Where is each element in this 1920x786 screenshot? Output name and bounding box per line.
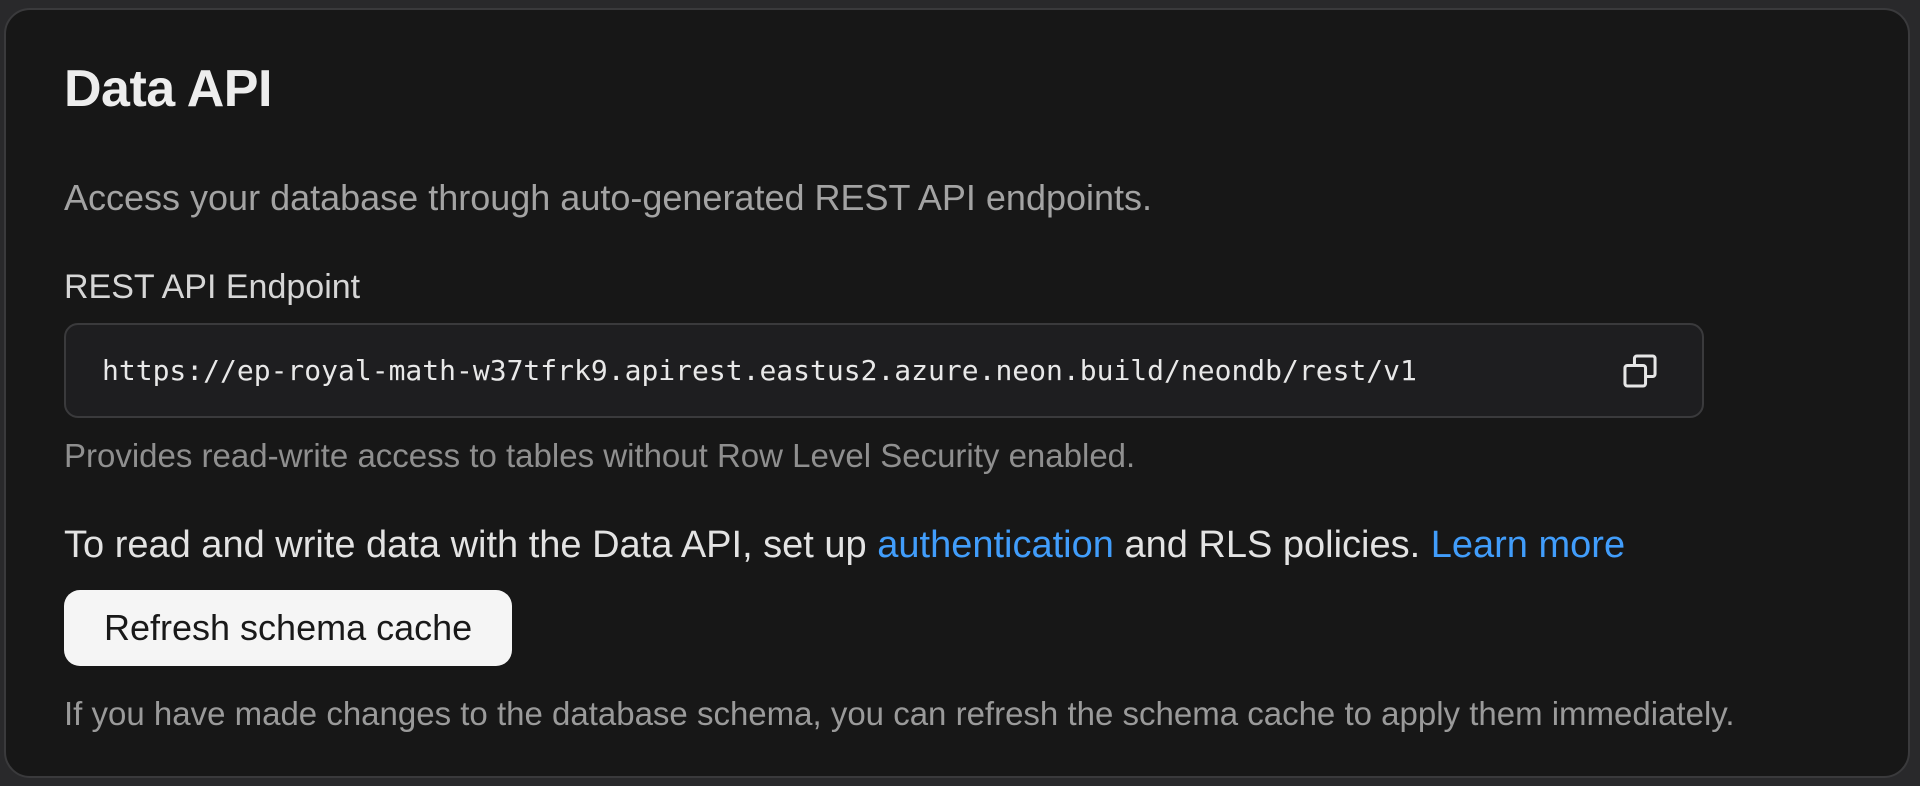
endpoint-url[interactable]: https://ep-royal-math-w37tfrk9.apirest.e… bbox=[102, 354, 1417, 387]
refresh-schema-note: If you have made changes to the database… bbox=[64, 695, 1735, 732]
endpoint-label: REST API Endpoint bbox=[64, 268, 361, 306]
refresh-schema-cache-button[interactable]: Refresh schema cache bbox=[64, 590, 513, 666]
rls-note-text-1: To read and write data with the Data API… bbox=[64, 524, 878, 566]
page-title: Data API bbox=[64, 60, 272, 118]
copy-endpoint-button[interactable] bbox=[1612, 343, 1668, 399]
rls-note-text-2: and RLS policies. bbox=[1113, 524, 1431, 566]
section-description: Access your database through auto-genera… bbox=[64, 177, 1153, 218]
endpoint-help-text: Provides read-write access to tables wit… bbox=[64, 437, 1136, 474]
data-api-panel: Data API Access your database through au… bbox=[4, 8, 1910, 778]
rls-policy-note: To read and write data with the Data API… bbox=[64, 520, 1850, 570]
authentication-link[interactable]: authentication bbox=[877, 524, 1114, 566]
copy-icon bbox=[1621, 352, 1659, 390]
endpoint-field[interactable]: https://ep-royal-math-w37tfrk9.apirest.e… bbox=[64, 323, 1704, 418]
learn-more-link[interactable]: Learn more bbox=[1430, 524, 1626, 566]
